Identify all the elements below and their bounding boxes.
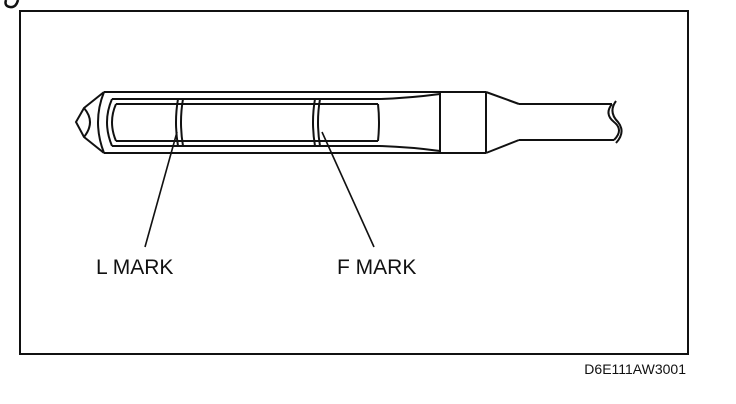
figure-frame	[19, 10, 689, 355]
dipstick-tip	[74, 91, 117, 154]
cropped-heading-fragment	[4, 0, 20, 9]
f-mark-ring	[312, 98, 321, 147]
l-mark-leader-line	[144, 131, 178, 248]
figure-reference-code: D6E111AW3001	[584, 361, 686, 377]
dipstick-body	[104, 91, 441, 154]
dipstick-taper	[439, 91, 520, 154]
f-mark-label: F MARK	[337, 256, 416, 279]
dipstick-cable	[519, 100, 623, 144]
l-mark-label: L MARK	[96, 256, 173, 279]
f-mark-leader-line	[321, 131, 375, 248]
l-mark-ring	[175, 98, 184, 147]
